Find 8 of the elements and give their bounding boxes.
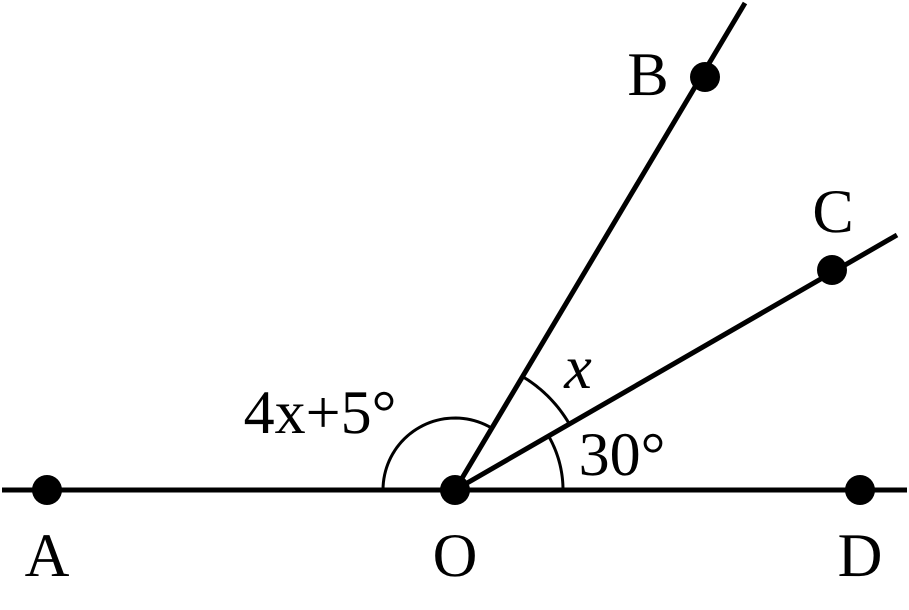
angle-label: x [564, 337, 592, 399]
angle-label: 4x+5° [244, 382, 396, 444]
point-label: O [432, 525, 478, 587]
point-label: B [627, 44, 669, 106]
point-label: C [812, 181, 854, 243]
point-label: A [24, 525, 70, 587]
point-label: D [838, 525, 882, 587]
angle-label: 30° [578, 424, 666, 486]
